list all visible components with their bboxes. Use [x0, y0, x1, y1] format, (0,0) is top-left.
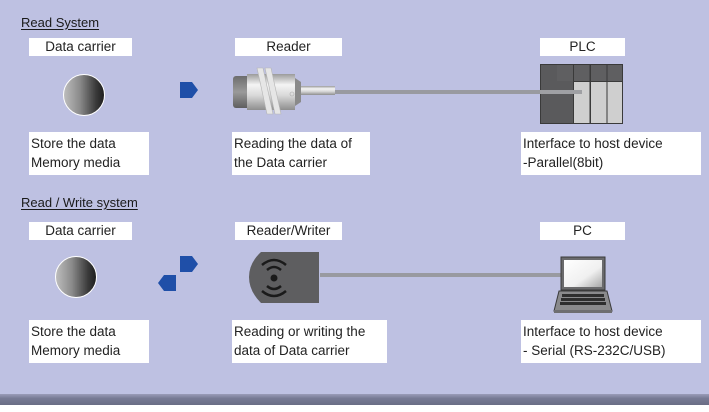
desc-line: Memory media: [31, 155, 121, 170]
label-reader: Reader: [235, 38, 342, 56]
cable-reader-writer-pc: [320, 273, 562, 277]
desc-line: data of Data carrier: [234, 343, 350, 358]
label-reader-writer: Reader/Writer: [235, 222, 342, 240]
label-data-carrier: Data carrier: [29, 38, 132, 56]
desc-data-carrier: Store the data Memory media: [29, 132, 149, 175]
desc-line: - Serial (RS-232C/USB): [523, 343, 666, 358]
section-title-read-write-system: Read / Write system: [21, 195, 138, 210]
desc-pc: Interface to host device - Serial (RS-23…: [521, 320, 701, 363]
label-pc: PC: [540, 222, 625, 240]
desc-line: Memory media: [31, 343, 121, 358]
disc-icon: [55, 256, 97, 298]
bottom-border: [0, 394, 709, 405]
desc-line: Reading the data of: [234, 136, 352, 151]
desc-plc: Interface to host device -Parallel(8bit): [521, 132, 701, 175]
desc-reader: Reading the data of the Data carrier: [232, 132, 370, 175]
desc-line: Reading or writing the: [234, 324, 366, 339]
arrow-right-icon: [180, 256, 198, 272]
arrow-left-icon: [158, 275, 176, 291]
rfid-antenna-icon: [249, 252, 319, 303]
label-data-carrier-rw: Data carrier: [29, 222, 132, 240]
disc-icon: [63, 74, 105, 116]
laptop-icon: [553, 256, 613, 313]
desc-line: Store the data: [31, 136, 116, 151]
proximity-sensor-icon: [233, 67, 335, 115]
diagram-canvas: Read System Data carrier Reader PLC: [0, 0, 709, 395]
desc-line: Interface to host device: [523, 136, 663, 151]
desc-line: Interface to host device: [523, 324, 663, 339]
cable-reader-plc: [335, 90, 582, 94]
cable-plc-end: [540, 90, 582, 94]
desc-data-carrier-rw: Store the data Memory media: [29, 320, 149, 363]
label-plc: PLC: [540, 38, 625, 56]
desc-line: -Parallel(8bit): [523, 155, 604, 170]
plc-rack-icon: [540, 64, 623, 124]
section-title-read-system: Read System: [21, 15, 100, 30]
arrow-right-icon: [180, 82, 198, 98]
desc-reader-writer: Reading or writing the data of Data carr…: [232, 320, 387, 363]
desc-line: Store the data: [31, 324, 116, 339]
desc-line: the Data carrier: [234, 155, 328, 170]
